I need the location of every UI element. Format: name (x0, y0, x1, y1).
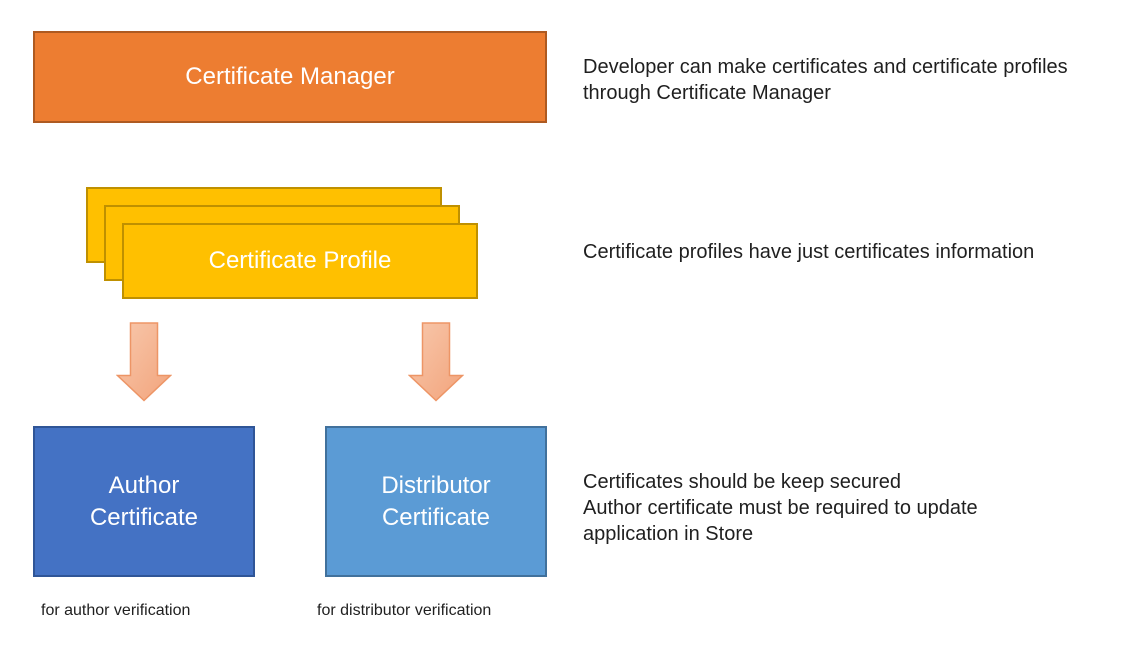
distributor-certificate-caption: for distributor verification (317, 602, 492, 619)
certificate-manager-box: Certificate Manager (33, 31, 547, 123)
note-line: Developer can make certificates and cert… (583, 56, 1068, 78)
certificates-security-note: Certificates should be keep secured Auth… (583, 469, 1128, 547)
down-arrow-icon (116, 322, 172, 402)
note-line: Certificates should be keep secured (583, 471, 901, 493)
certificate-manager-label: Certificate Manager (185, 63, 395, 90)
author-certificate-box: Author Certificate (33, 426, 255, 577)
author-certificate-label-line1: Author (108, 471, 180, 499)
note-line: through Certificate Manager (583, 82, 831, 104)
note-line: application in Store (583, 523, 754, 545)
distributor-certificate-box: Distributor Certificate (325, 426, 547, 577)
down-arrow-icon (408, 322, 464, 402)
distributor-certificate-label-line2: Certificate (381, 503, 491, 531)
note-line: Author certificate must be required to u… (583, 497, 978, 519)
note-line: Certificate profiles have just certifica… (583, 241, 1035, 263)
author-certificate-caption: for author verification (41, 602, 191, 619)
distributor-certificate-label: Distributor Certificate (381, 470, 490, 534)
certificate-profile-label: Certificate Profile (208, 247, 392, 274)
distributor-certificate-label-line1: Distributor (381, 471, 491, 499)
certificate-profile-stack: Certificate Profile (86, 187, 478, 299)
certificate-manager-note: Developer can make certificates and cert… (583, 54, 1128, 106)
certificate-profile-note: Certificate profiles have just certifica… (583, 239, 1128, 265)
author-certificate-label: Author Certificate (90, 470, 198, 534)
certificate-profile-card-front: Certificate Profile (122, 223, 478, 299)
author-certificate-label-line2: Certificate (89, 503, 199, 531)
